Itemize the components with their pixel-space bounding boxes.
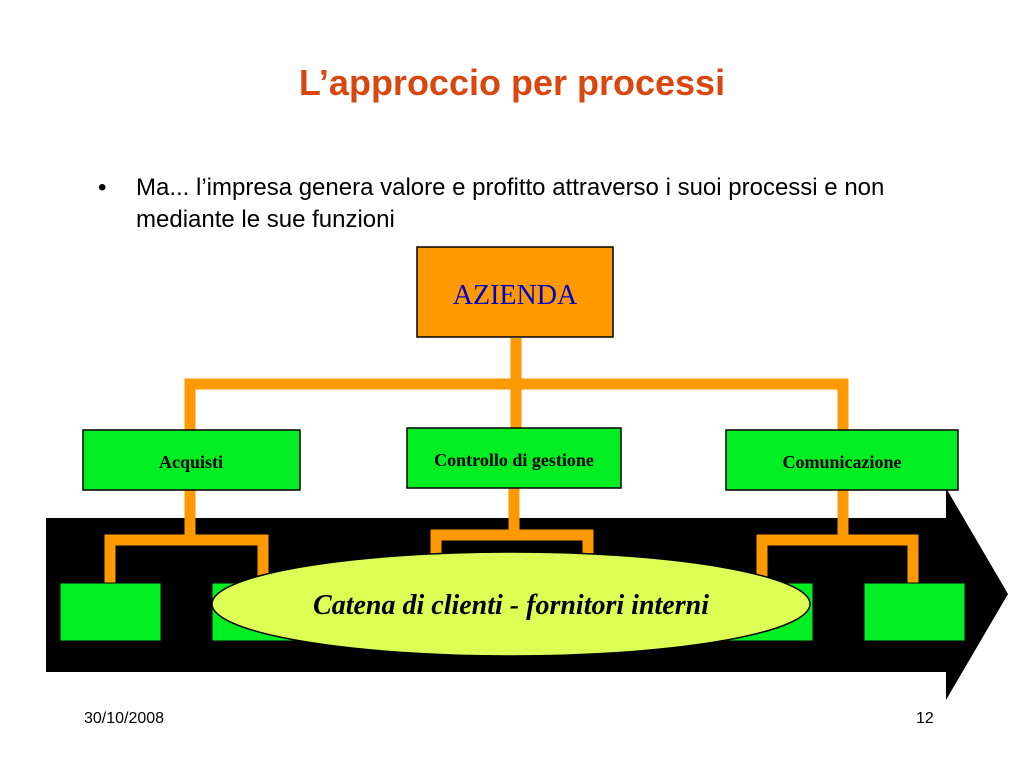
sub-connectors [104,488,919,584]
process-ellipse [211,551,811,657]
footer-page-number: 12 [916,710,934,727]
bullet-dot: • [98,174,107,201]
slide-title: L’approccio per processi [298,62,726,103]
top-connectors [184,338,849,430]
controllo-label: Controllo di gestione [434,450,594,470]
bullet-text: Ma... l’impresa genera valore e profitto… [136,174,885,233]
sub-box-1 [59,582,162,642]
acquisti-label: Acquisti [159,452,223,472]
sub-box-4 [863,582,966,642]
acquisti-box [82,429,301,491]
azienda-label: AZIENDA [453,280,578,311]
comunicazione-box [725,429,959,491]
controllo-box [406,427,622,489]
process-label: Catena di clienti - fornitori interni [313,590,709,621]
footer-date: 30/10/2008 [84,710,165,727]
azienda-box [416,246,614,338]
comunicazione-label: Comunicazione [783,452,902,472]
